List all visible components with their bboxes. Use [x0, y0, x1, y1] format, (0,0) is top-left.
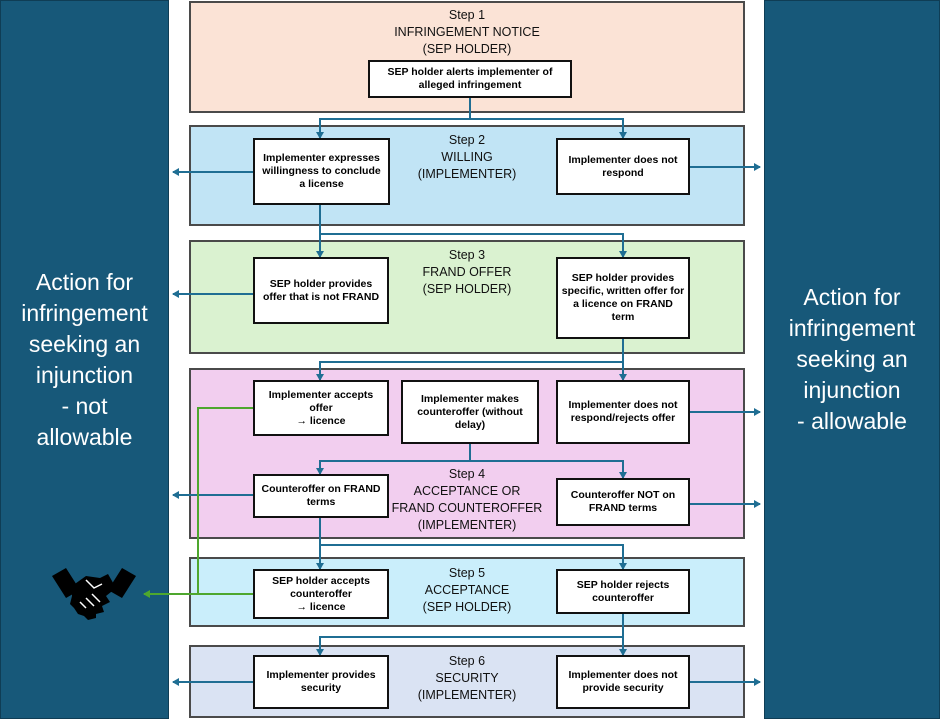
step-2-title: WILLING	[441, 150, 493, 164]
box-offer-not-frand: SEP holder provides offer that is not FR…	[253, 257, 389, 324]
box-implementer-counteroffer: Implementer makes counteroffer (without …	[401, 380, 539, 444]
step-5-title: ACCEPTANCE	[424, 583, 510, 597]
box-sep-holder-alerts: SEP holder alerts implementer of alleged…	[368, 60, 572, 98]
box-sep-rejects-counteroffer: SEP holder rejects counteroffer	[556, 569, 690, 614]
box-counteroffer-frand: Counteroffer on FRAND terms	[253, 474, 389, 518]
step-6-number: Step 6	[448, 654, 486, 668]
step-3-actor: (SEP HOLDER)	[422, 282, 512, 296]
step-1-label: Step 1 INFRINGEMENT NOTICE (SEP HOLDER)	[191, 7, 743, 58]
step-6-title: SECURITY	[435, 671, 499, 685]
right-outcome-text: Action for infringement seeking an injun…	[788, 284, 916, 434]
step-5-number: Step 5	[448, 566, 486, 580]
box-implementer-no-security: Implementer does not provide security	[556, 655, 690, 709]
step-4-actor: (IMPLEMENTER)	[417, 518, 517, 532]
box-frand-offer: SEP holder provides specific, written of…	[556, 257, 690, 339]
box-implementer-rejects-offer: Implementer does not respond/rejects off…	[556, 380, 690, 444]
right-outcome-panel: Action for infringement seeking an injun…	[764, 0, 940, 719]
step-5-actor: (SEP HOLDER)	[422, 600, 512, 614]
step-1-number: Step 1	[448, 8, 486, 22]
step-6-actor: (IMPLEMENTER)	[417, 688, 517, 702]
step-3-title: FRAND OFFER	[422, 265, 512, 279]
step-6-label: Step 6 SECURITY (IMPLEMENTER)	[191, 653, 743, 704]
box-sep-accepts-counteroffer: SEP holder accepts counteroffer → licenc…	[253, 569, 389, 619]
handshake-icon	[52, 568, 136, 620]
box-implementer-accepts-offer: Implementer accepts offer → licence	[253, 380, 389, 436]
left-outcome-text: Action for infringement seeking an injun…	[21, 268, 148, 450]
step-4-label: Step 4 ACCEPTANCE OR FRAND COUNTEROFFER …	[191, 466, 743, 534]
step-4-title: ACCEPTANCE OR	[413, 484, 521, 498]
box-counteroffer-not-frand: Counteroffer NOT on FRAND terms	[556, 478, 690, 526]
step-1-actor: (SEP HOLDER)	[422, 42, 512, 56]
step-4-title-line-2: FRAND COUNTEROFFER	[391, 501, 543, 515]
step-2-label: Step 2 WILLING (IMPLEMENTER)	[191, 132, 743, 183]
box-implementer-willing: Implementer expresses willingness to con…	[253, 138, 390, 205]
step-2-actor: (IMPLEMENTER)	[417, 167, 517, 181]
step-1-title: INFRINGEMENT NOTICE	[394, 25, 540, 39]
box-implementer-no-response: Implementer does not respond	[556, 138, 690, 195]
box-implementer-provides-security: Implementer provides security	[253, 655, 389, 709]
step-5-label: Step 5 ACCEPTANCE (SEP HOLDER)	[191, 565, 743, 616]
